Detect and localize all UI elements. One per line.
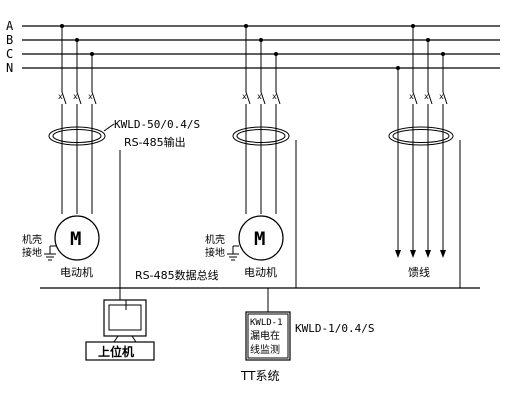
- leakage-monitor: KWLD-1 漏电在 线监测 KWLD-1/0.4/S TT系统: [240, 311, 374, 383]
- feeder-arrows-icon: [395, 250, 446, 258]
- motor-symbol: M: [254, 228, 265, 250]
- monitor-line-2: 漏电在: [250, 329, 280, 342]
- monitor-box: [245, 311, 291, 361]
- svg-text:x: x: [257, 92, 262, 101]
- breaker-switch-icon: x x x: [58, 91, 97, 108]
- ground-label: 接地: [22, 246, 42, 259]
- svg-text:x: x: [242, 92, 247, 101]
- casing-label: 机壳: [22, 233, 42, 246]
- breaker-switch-icon: x x x: [242, 91, 281, 108]
- svg-text:x: x: [58, 92, 63, 101]
- ground-label: 接地: [205, 246, 225, 259]
- ground-icon: [227, 246, 239, 261]
- tt-system-label: TT系统: [240, 369, 279, 383]
- svg-text:x: x: [88, 92, 93, 101]
- monitor-line-1: KWLD-1: [250, 318, 283, 328]
- motor-branch-1: x x x KWLD-50/0.4/S RS-485输出 M: [22, 24, 200, 288]
- busbar-label-a: A: [6, 19, 14, 33]
- host-label-box: [85, 341, 155, 361]
- current-transformer-icon: [388, 126, 454, 146]
- motor-caption: 电动机: [244, 265, 277, 279]
- host-label: 上位机: [98, 344, 134, 359]
- motor-icon: M: [238, 215, 284, 261]
- monitor-line-3: 线监测: [250, 343, 280, 356]
- ground-icon: [44, 246, 56, 261]
- current-transformer-icon: [232, 126, 290, 146]
- monitor-model-label: KWLD-1/0.4/S: [295, 322, 374, 335]
- motor-icon: M: [54, 215, 100, 261]
- feeder-branch: x x x 馈线: [388, 24, 461, 288]
- svg-text:x: x: [73, 92, 78, 101]
- svg-text:x: x: [439, 92, 444, 101]
- casing-label: 机壳: [205, 233, 225, 246]
- motor-branch-2: x x x M 机壳 接地 电动机: [205, 24, 297, 288]
- svg-text:x: x: [424, 92, 429, 101]
- motor-caption: 电动机: [60, 265, 93, 279]
- ct-model-label: KWLD-50/0.4/S: [114, 118, 200, 131]
- busbar-label-n: N: [6, 61, 13, 75]
- busbar-label-c: C: [6, 47, 13, 61]
- feeder-caption: 馈线: [408, 265, 430, 279]
- rs485-output-label: RS-485输出: [124, 135, 186, 149]
- motor-symbol: M: [70, 228, 81, 250]
- breaker-switch-icon: x x x: [409, 91, 448, 108]
- computer-monitor-icon: [103, 299, 147, 343]
- busbar-group: A B C N: [6, 19, 500, 75]
- host-computer: 上位机: [85, 299, 155, 361]
- current-transformer-icon: [48, 126, 106, 146]
- rs485-bus-label: RS-485数据总线: [135, 268, 219, 282]
- busbar-label-b: B: [6, 33, 13, 47]
- svg-text:x: x: [272, 92, 277, 101]
- svg-text:x: x: [409, 92, 414, 101]
